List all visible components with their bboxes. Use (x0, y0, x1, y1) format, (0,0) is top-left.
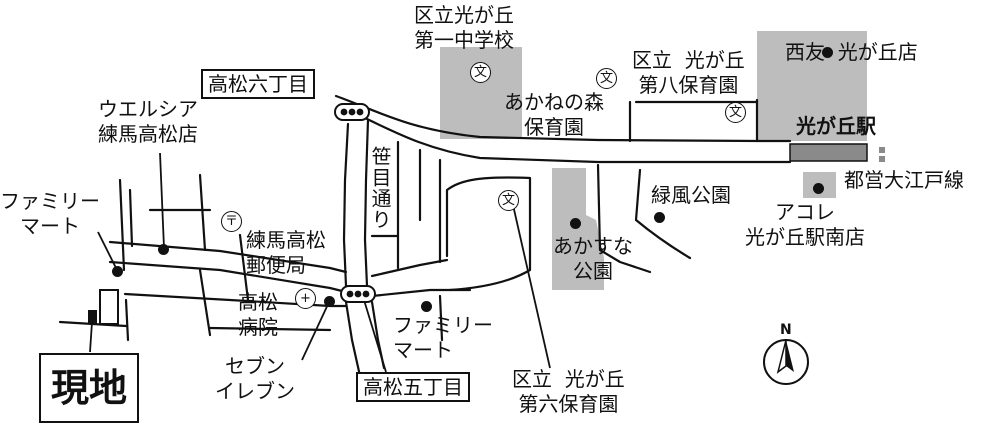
store-dot-icon (112, 266, 123, 277)
traffic-signal-icon (340, 285, 376, 303)
akane-nursery-label: あかねの森 保育園 (504, 90, 604, 139)
family-mart-south-label: ファミリー マート (393, 313, 493, 362)
school-icon: 文 (498, 190, 519, 211)
school-icon: 文 (470, 62, 491, 83)
leader-lines (89, 152, 551, 373)
akasuna-park-label: あかすな 公園 (553, 234, 633, 283)
west-road-lower (108, 260, 348, 294)
store-dot-icon (570, 218, 581, 229)
store-dot-icon (654, 212, 665, 223)
leader-takamatsu5 (363, 299, 387, 373)
park-road-east (596, 163, 652, 274)
akasuna-park-area (552, 168, 604, 290)
west-lane-4 (198, 173, 207, 252)
nishitomo-building (757, 31, 867, 141)
family-mart-west-label: ファミリー マート (0, 189, 100, 238)
junior-high-label: 区立光が丘 第一中学校 (414, 3, 514, 52)
hospital-icon: + (295, 288, 316, 309)
oedo-line-label: 都営大江戸線 (844, 168, 964, 192)
main-avenue-south (363, 116, 792, 164)
school-icon: 文 (596, 68, 617, 89)
sasame-west (342, 122, 350, 288)
station-label: 光が丘駅 (796, 114, 876, 138)
west-lane-2 (128, 188, 134, 248)
post-office-label: 練馬高松 郵便局 (246, 228, 326, 277)
leader-rokuho (512, 204, 551, 369)
north-arrow-icon (763, 339, 809, 385)
west-lane-9 (208, 326, 332, 332)
south-lane (438, 294, 444, 342)
takamatsu5-label: 高松五丁目 (356, 372, 470, 402)
store-dot-icon (822, 47, 833, 58)
hachiho-nursery-label: 区立 光が丘 第八保育園 (632, 48, 745, 97)
east-road-1 (370, 258, 449, 278)
site-building (88, 310, 97, 324)
takamatsu6-label: 高松六丁目 (201, 69, 315, 99)
traffic-signal-icon (334, 103, 370, 121)
sasame-west-south (344, 300, 362, 378)
leader-seven (301, 299, 331, 361)
west-road-south (123, 292, 348, 308)
seven-eleven-label: セブン イレブン (215, 354, 295, 403)
store-dot-icon (421, 301, 432, 312)
station-exit-1 (879, 147, 885, 153)
ryokufu-loop (634, 168, 692, 260)
west-lane-5 (198, 268, 212, 337)
store-dot-icon (158, 244, 169, 255)
leader-genchi (89, 321, 93, 353)
store-dot-icon (813, 183, 824, 194)
store-dot-icon (324, 296, 335, 307)
hospital-label: 高松 病院 (238, 290, 278, 339)
welcia-label: ウエルシア 練馬高松店 (98, 97, 198, 146)
sasame-east (363, 118, 370, 288)
leader-familymart-west (97, 231, 117, 269)
sasame-street-label: 笹目通り (368, 146, 392, 230)
post-office-icon: 〒 (221, 211, 242, 232)
site-label: 現地 (39, 353, 139, 423)
rokuho-nursery-label: 区立 光が丘 第六保育園 (512, 367, 625, 416)
east-road-2 (370, 288, 472, 298)
roads (58, 94, 792, 378)
station-exit-2 (879, 156, 885, 162)
north-label: N (780, 322, 792, 338)
ryokufu-park-label: 緑風公園 (651, 183, 731, 207)
west-lane-1 (118, 178, 126, 272)
school-icon: 文 (725, 102, 746, 123)
school-loop (445, 176, 532, 292)
leader-welcia (159, 152, 165, 249)
station-platform (789, 143, 868, 162)
acore-label: アコレ 光が丘駅南店 (745, 200, 865, 249)
west-lane-7 (124, 298, 130, 342)
site-building-outline (99, 289, 119, 325)
west-lane-6 (238, 233, 250, 302)
nishitomo-label: 西友 光が丘店 (785, 40, 918, 64)
